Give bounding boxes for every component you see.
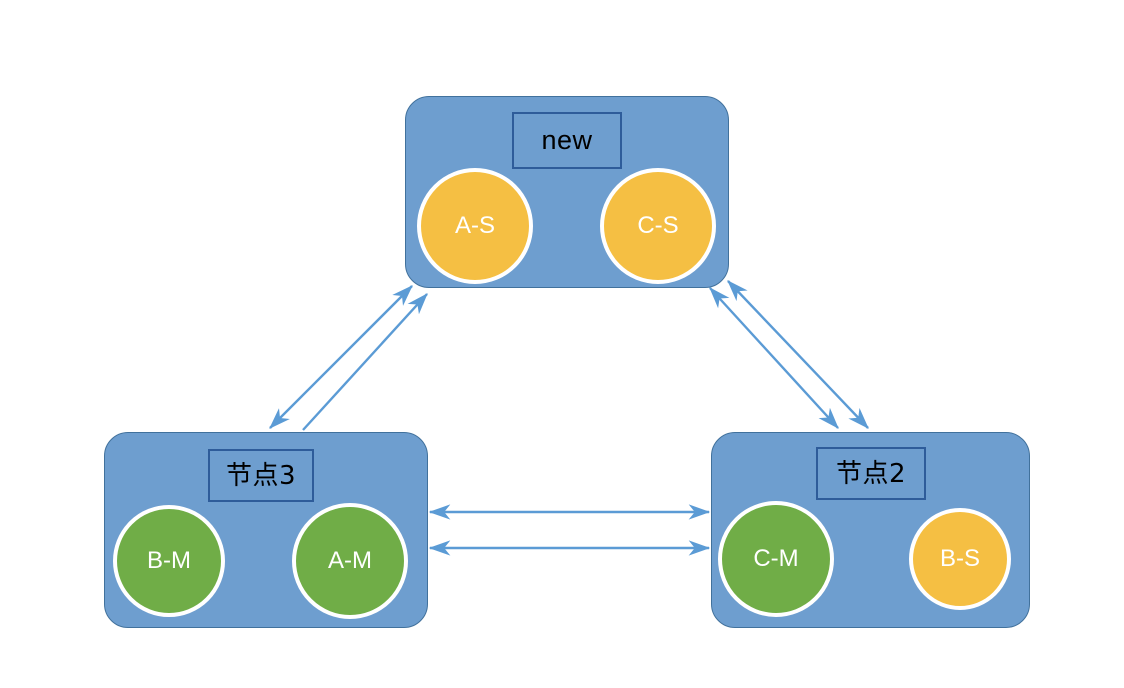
conn-new-to-node2-outer	[727, 280, 869, 429]
node-box-node3[interactable]: 节点3 B-M A-M	[104, 432, 428, 628]
circle-a-m[interactable]: A-M	[292, 503, 408, 619]
node-label-node3: 节点3	[208, 449, 314, 502]
circle-b-s-label: B-S	[939, 545, 980, 572]
conn-node3-to-new-inner	[302, 293, 428, 431]
node-label-node2: 节点2	[816, 447, 926, 500]
conn-new-to-node2-inner	[709, 287, 839, 429]
circle-a-m-label: A-M	[328, 547, 372, 574]
conn-node3-to-new-outer	[269, 285, 413, 429]
node-box-new[interactable]: new A-S C-S	[405, 96, 729, 288]
circle-b-s[interactable]: B-S	[909, 508, 1011, 610]
circle-c-m[interactable]: C-M	[718, 501, 834, 617]
circle-c-s-label: C-S	[637, 212, 679, 239]
circle-c-m-label: C-M	[753, 545, 799, 572]
circle-b-m-label: B-M	[147, 547, 191, 574]
node-label-new: new	[512, 112, 622, 169]
circle-a-s-label: A-S	[454, 212, 495, 239]
circle-c-s[interactable]: C-S	[600, 168, 716, 284]
node-box-node2[interactable]: 节点2 C-M B-S	[711, 432, 1030, 628]
circle-b-m[interactable]: B-M	[113, 505, 225, 617]
circle-a-s[interactable]: A-S	[417, 168, 533, 284]
